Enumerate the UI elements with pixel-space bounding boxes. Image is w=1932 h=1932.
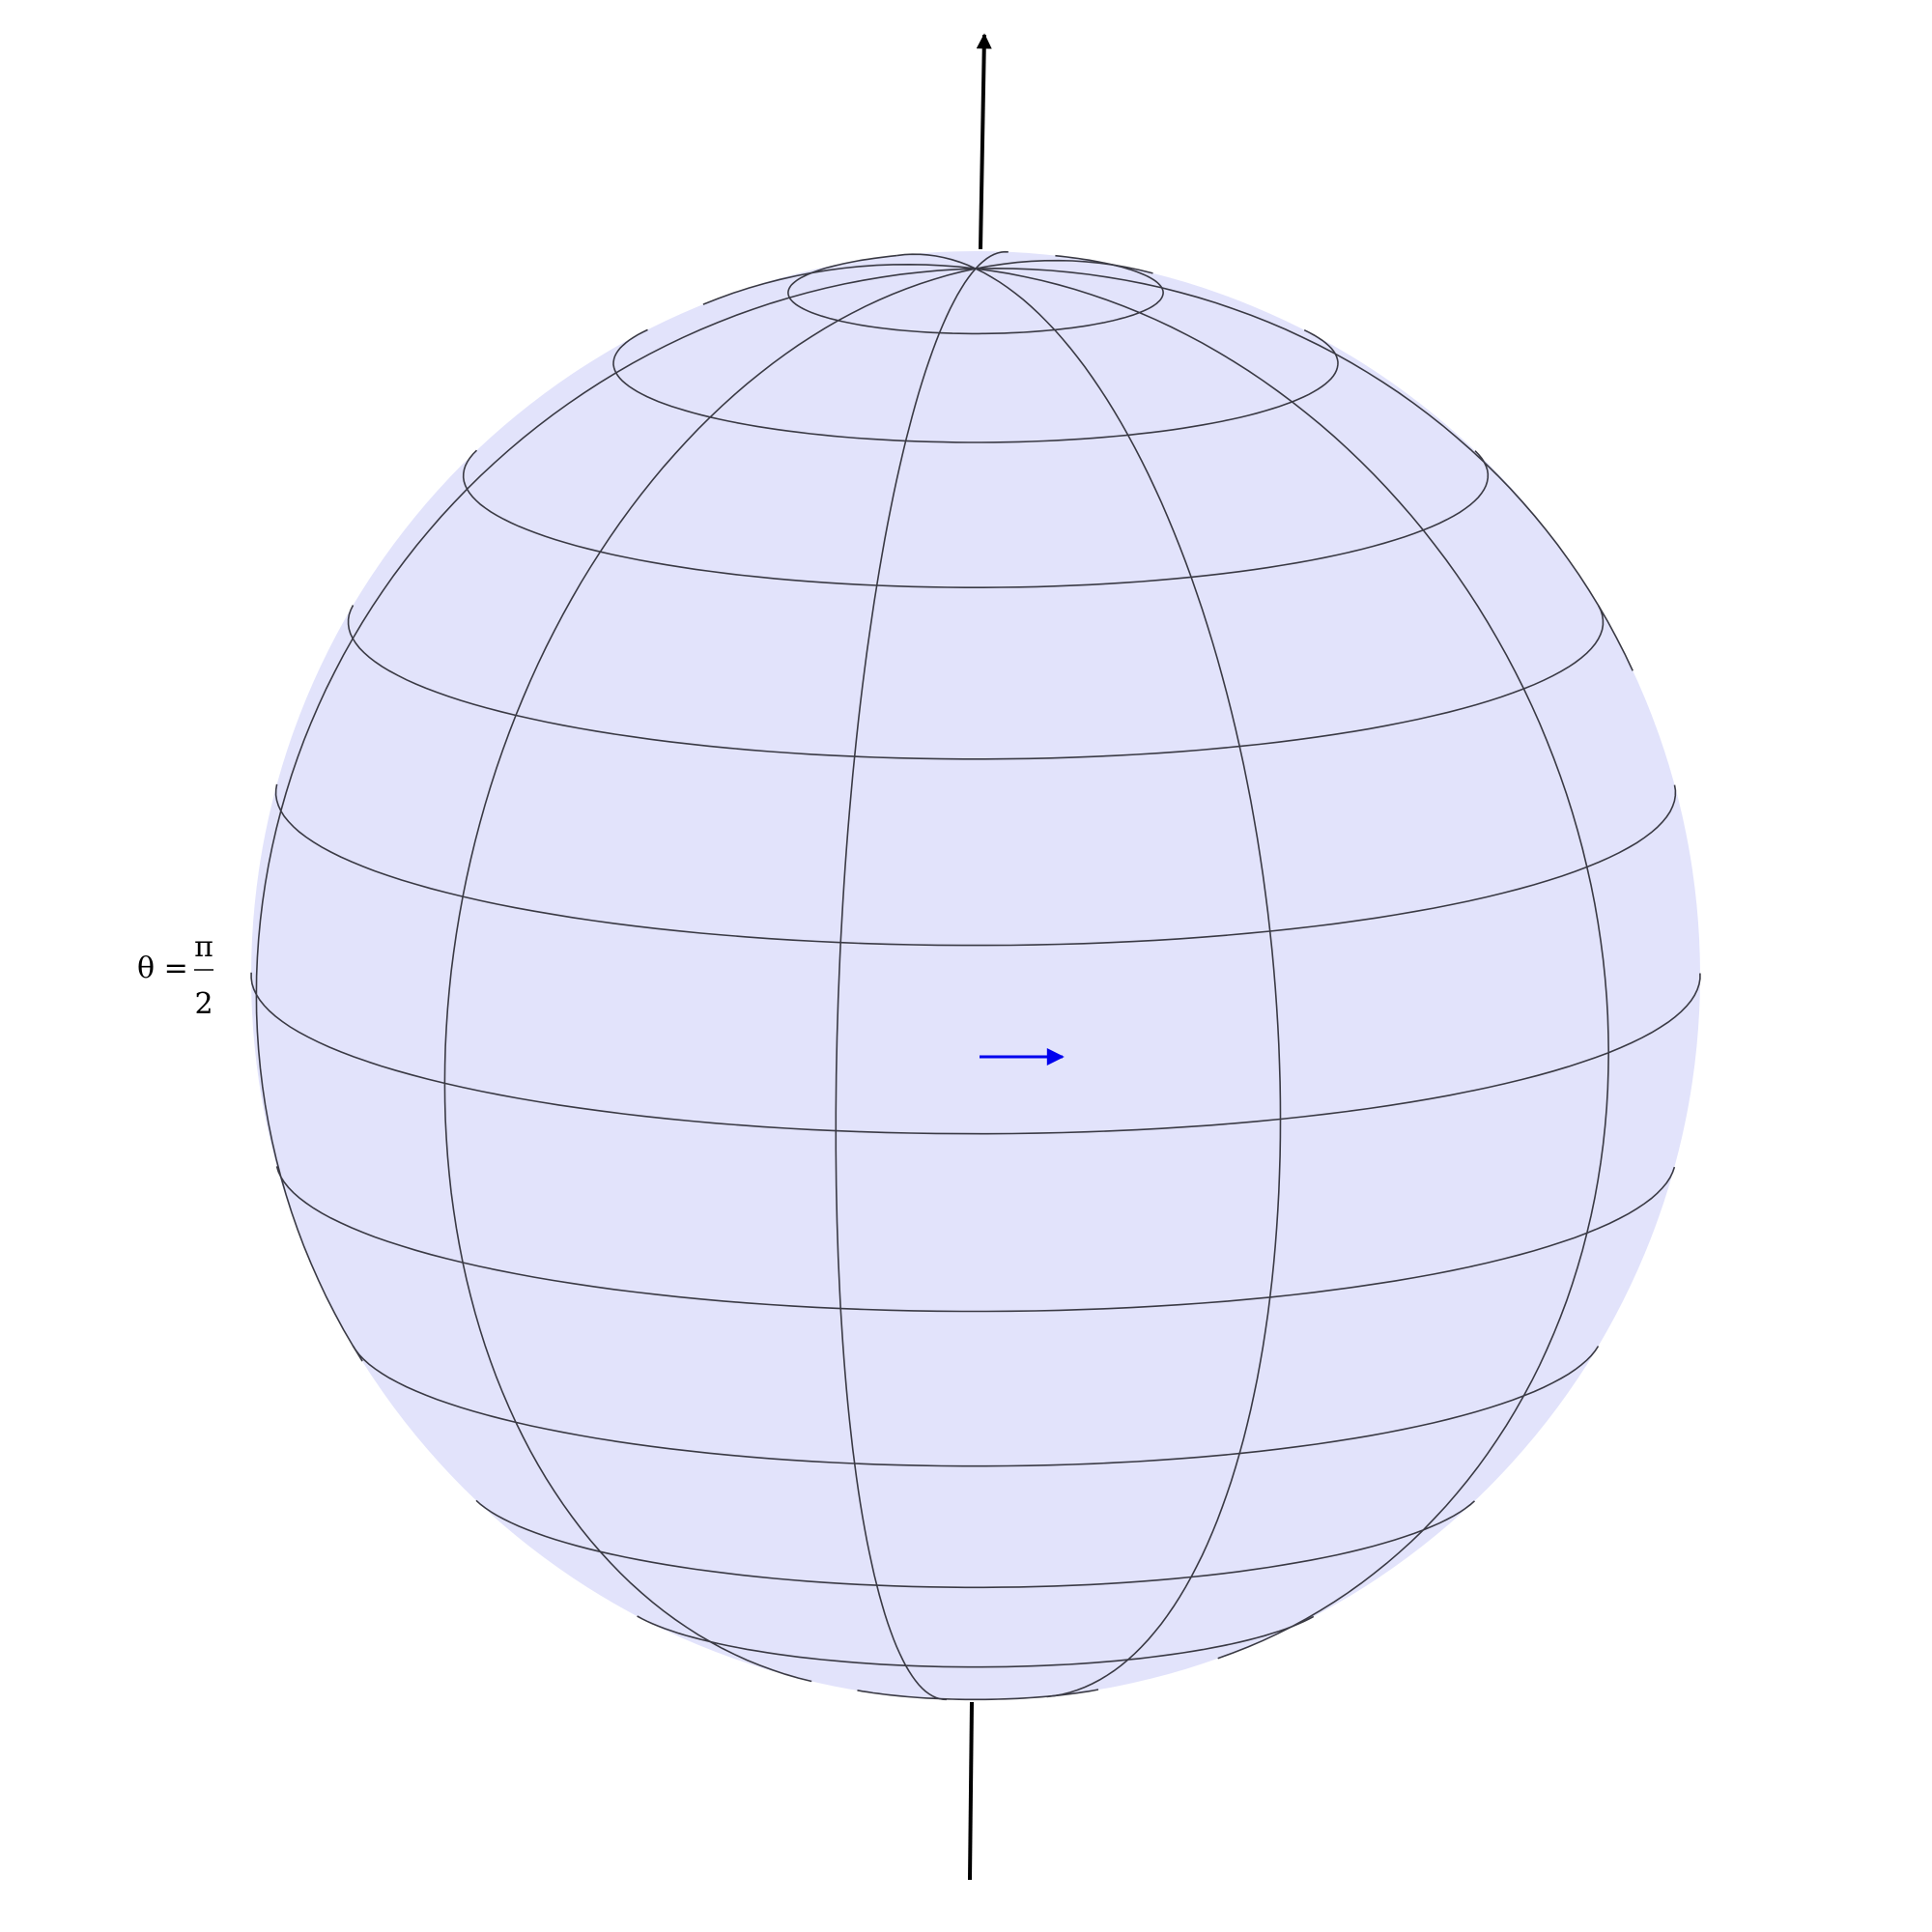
latitude-line — [615, 328, 1339, 443]
longitude-line — [975, 267, 1634, 671]
latitude-line — [255, 973, 1701, 1135]
longitude-line — [896, 253, 977, 270]
two-denominator: 2 — [194, 987, 213, 1021]
z-axis-upper — [976, 33, 992, 250]
latitude-line — [637, 1615, 1315, 1668]
longitude-line — [702, 263, 977, 305]
latitude-line — [347, 605, 355, 639]
latitude-line — [612, 328, 648, 374]
latitude-line — [475, 1499, 1476, 1589]
latitude-line — [274, 783, 282, 811]
latitude-line — [352, 1345, 1600, 1467]
latitude-line — [788, 254, 1164, 335]
longitude-line — [975, 268, 1282, 1698]
sphere-surface — [251, 251, 1700, 1700]
longitude-line — [975, 259, 1153, 274]
z-axis-lower — [968, 1701, 974, 1881]
pi-numerator: π — [194, 930, 213, 964]
longitude-line — [255, 268, 977, 1362]
latitude-line — [352, 605, 1605, 760]
longitude-line — [835, 268, 977, 1701]
longitude-line — [975, 268, 1610, 1660]
theta-label: θ = π 2 — [137, 930, 213, 1021]
sphere-grid — [250, 250, 1701, 1701]
latitude-line — [280, 1166, 1676, 1313]
longitude-line — [975, 250, 1009, 270]
latitude-line — [280, 784, 1677, 947]
longitude-line — [443, 268, 977, 1683]
latitude-line — [462, 449, 478, 490]
theta-equals-text: θ = — [137, 952, 188, 985]
latitude-line — [250, 972, 258, 995]
latitude-line — [466, 450, 1490, 588]
